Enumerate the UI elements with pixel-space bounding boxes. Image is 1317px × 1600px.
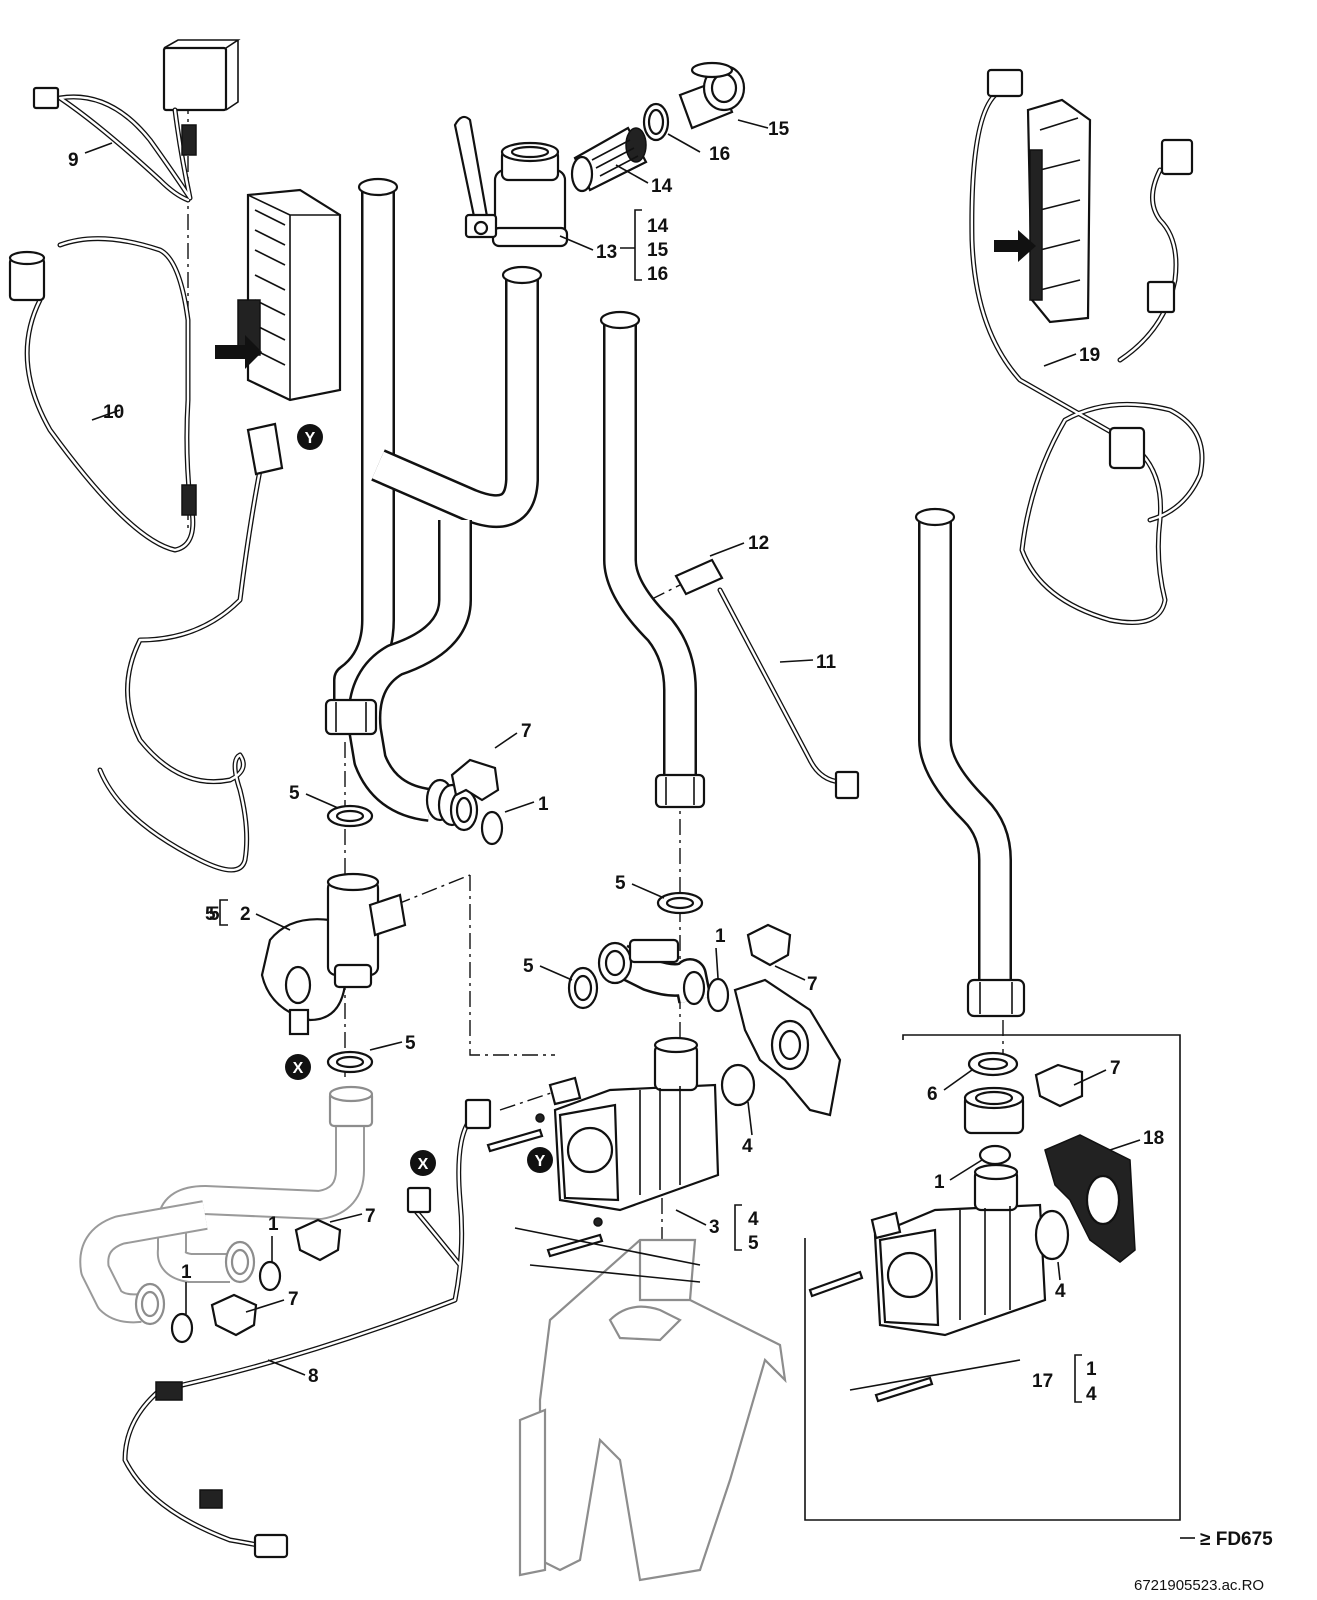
part-label: 6 — [927, 1084, 938, 1105]
middle-pipe — [599, 310, 706, 809]
ball-valve — [453, 115, 569, 248]
variant-note: ≥ FD675 — [1200, 1529, 1273, 1550]
part-label: 1 — [715, 926, 726, 947]
upper-pipe-assembly — [324, 177, 543, 832]
part-label: 1 — [181, 1262, 192, 1283]
document-reference: 6721905523.ac.RO — [1134, 1577, 1264, 1594]
cable-9 — [32, 86, 197, 203]
kit-item: 4 — [748, 1209, 759, 1230]
pump-flange — [733, 978, 842, 1117]
part-label: 1 — [268, 1214, 279, 1235]
right-pipe — [914, 507, 1026, 1018]
bolts — [486, 1113, 934, 1403]
gaskets — [170, 804, 1070, 1344]
part-label: 3 — [709, 1217, 720, 1238]
part-label: 11 — [816, 652, 837, 673]
marker-x-text: X — [418, 1156, 429, 1173]
lower-pipe-assembly — [79, 1085, 374, 1326]
marker-x-left: X — [285, 1054, 311, 1080]
part-label: 19 — [1079, 345, 1100, 366]
part-label: 18 — [1143, 1128, 1164, 1149]
part-label: 5 — [523, 956, 534, 977]
kit-item: 16 — [647, 264, 668, 285]
part-label: 9 — [68, 150, 79, 171]
kit-item: 15 — [647, 240, 669, 261]
marker-y-top: Y — [297, 424, 323, 450]
part-label: 8 — [308, 1366, 319, 1387]
pump-housing-cover — [518, 1238, 787, 1582]
part-label: 7 — [288, 1289, 299, 1310]
filter-nut — [678, 61, 746, 130]
part-label: 1 — [538, 794, 549, 815]
kit-contents: 14 15 16 5 4 5 1 4 — [205, 216, 1097, 1405]
marker-y-text: Y — [305, 430, 316, 447]
part-label: 7 — [807, 974, 818, 995]
part-label: 13 — [596, 242, 617, 263]
part-label: 12 — [748, 533, 769, 554]
kit-item: 5 — [205, 904, 216, 925]
sensor-cable-11 — [717, 587, 860, 800]
part-label: 5 — [405, 1033, 416, 1054]
kit-item: 14 — [647, 216, 669, 237]
marker-x-cable: X — [410, 1150, 436, 1176]
part-label: 7 — [1110, 1058, 1121, 1079]
part-label: 7 — [365, 1206, 376, 1227]
pump-bracket-18 — [1044, 1134, 1136, 1263]
part-label: 16 — [709, 144, 730, 165]
part-label: 10 — [103, 402, 124, 423]
leader-lines — [84, 119, 1141, 1376]
kit-item: 4 — [1086, 1384, 1097, 1405]
part-label: 17 — [1032, 1371, 1053, 1392]
elbow-fitting — [597, 938, 712, 1006]
part-label: 4 — [742, 1136, 753, 1157]
control-module — [215, 188, 342, 402]
control-board — [994, 98, 1092, 324]
kit-brackets — [219, 209, 1082, 1403]
pump-17 — [870, 1163, 1047, 1337]
pump-3 — [548, 1036, 720, 1212]
cable-8 — [122, 1098, 492, 1559]
part-label: 14 — [651, 176, 673, 197]
filter-strainer — [570, 126, 648, 193]
clips — [210, 758, 1084, 1337]
sensor-clip-12 — [674, 558, 724, 596]
three-way-valve — [260, 872, 407, 1036]
kit-item: 5 — [748, 1233, 759, 1254]
part-label: 1 — [934, 1172, 945, 1193]
part-labels: 9 15 16 14 13 10 12 11 19 7 1 5 5 2 5 5 … — [68, 119, 1164, 1392]
cable-19 — [969, 68, 1205, 625]
marker-y-pump: Y — [527, 1147, 553, 1173]
variant-frame — [804, 1034, 1195, 1539]
part-label: 5 — [289, 783, 300, 804]
marker-y-text: Y — [535, 1153, 546, 1170]
part-label: 2 — [240, 904, 251, 925]
part-label: 7 — [521, 721, 532, 742]
marker-x-text: X — [293, 1060, 304, 1077]
part-label: 15 — [768, 119, 790, 140]
filter-o-ring — [642, 102, 670, 142]
union-nut — [963, 1086, 1025, 1135]
cable-10 — [8, 236, 284, 873]
part-label: 4 — [1055, 1281, 1066, 1302]
part-label: 5 — [209, 904, 220, 925]
part-label: 5 — [615, 873, 626, 894]
relay-box — [162, 39, 241, 112]
kit-item: 1 — [1086, 1359, 1097, 1380]
